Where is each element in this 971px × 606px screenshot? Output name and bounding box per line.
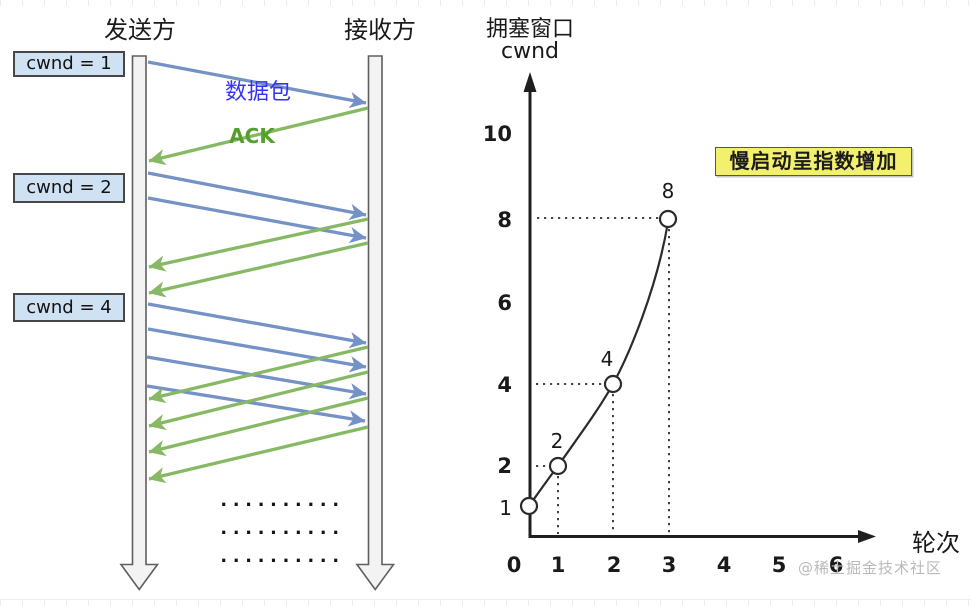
y-tick-1: 1	[499, 496, 512, 520]
chart-axes	[528, 90, 859, 538]
ack-arrow	[148, 425, 369, 484]
faint-grid-top	[0, 0, 971, 6]
chart-title: 拥塞窗口	[485, 17, 574, 42]
ack-arrow	[148, 106, 369, 166]
y-axis-arrowhead	[523, 72, 537, 92]
packet-arrow	[147, 327, 367, 373]
y-tick-2: 2	[497, 454, 512, 478]
growth-curve	[528, 221, 670, 507]
packet-label: 数据包	[224, 80, 291, 105]
ellipsis-row: ..........	[218, 517, 343, 539]
ack-arrow	[148, 345, 369, 404]
sender-label: 发送方	[104, 16, 176, 44]
x-tick-0: 0	[506, 553, 522, 577]
ack-arrow	[148, 241, 369, 298]
x-tick-2: 2	[606, 553, 622, 577]
point-label-2: 2	[550, 429, 564, 453]
chart-subtitle: cwnd	[501, 39, 559, 64]
packet-arrow	[147, 196, 367, 244]
x-tick-6: 6	[828, 553, 844, 577]
y-tick-10: 10	[482, 122, 512, 146]
watermark: @稀土掘金技术社区	[798, 559, 943, 577]
ack-label: ACK	[229, 124, 275, 148]
ack-arrow	[148, 396, 369, 457]
cwnd-box-2: cwnd = 2	[13, 173, 125, 203]
ack-arrow	[148, 217, 369, 272]
cwnd-box-4: cwnd = 4	[13, 293, 125, 322]
ellipsis-row: ..........	[218, 489, 343, 511]
ack-arrow	[148, 370, 369, 431]
packet-arrow	[147, 60, 367, 109]
ellipsis-row: ..........	[218, 545, 343, 567]
y-tick-8: 8	[497, 208, 512, 232]
receiver-lifeline	[355, 55, 396, 591]
data-point	[519, 496, 539, 516]
ack-arrows	[148, 106, 369, 484]
packet-arrow	[146, 355, 367, 400]
receiver-label: 接收方	[344, 16, 416, 44]
slow-start-annotation: 慢启动呈指数增加	[715, 147, 912, 176]
data-points	[519, 209, 678, 516]
cwnd-box-1: cwnd = 1	[13, 51, 125, 77]
y-tick-6: 6	[497, 291, 512, 315]
y-tick-4: 4	[497, 373, 512, 397]
x-axis-arrowhead	[858, 530, 876, 543]
point-label-4: 4	[600, 347, 614, 371]
faint-grid-bottom	[0, 599, 971, 606]
point-label-8: 8	[661, 179, 675, 203]
data-point	[603, 374, 623, 394]
x-tick-4: 4	[716, 553, 732, 577]
x-tick-5: 5	[771, 553, 787, 577]
sender-lifeline	[119, 55, 160, 591]
x-tick-1: 1	[550, 553, 566, 577]
chart-guide-lines	[536, 217, 670, 534]
data-point	[658, 209, 678, 229]
packet-arrow	[147, 302, 367, 349]
x-tick-3: 3	[661, 553, 677, 577]
packet-arrow	[147, 171, 367, 221]
data-point	[548, 456, 568, 476]
x-axis-title: 轮次	[912, 529, 960, 557]
